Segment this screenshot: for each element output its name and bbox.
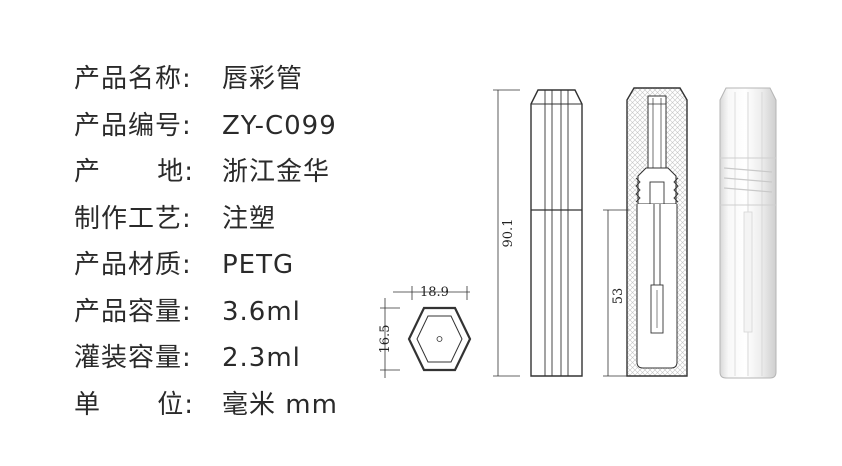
width-dimension: 18.9 bbox=[420, 285, 449, 300]
spec-label: 产品编号: bbox=[74, 110, 192, 141]
spec-value: 唇彩管 bbox=[222, 64, 304, 95]
spec-row-material: 产品材质: PETG bbox=[74, 242, 404, 289]
spec-row-origin: 产 地: 浙江金华 bbox=[74, 149, 404, 196]
height-dimension: 90.1 bbox=[501, 219, 516, 248]
spec-label: 产品名称: bbox=[74, 64, 192, 95]
spec-label: 产品材质: bbox=[74, 250, 192, 281]
spec-row-fill: 灌装容量: 2.3ml bbox=[74, 335, 404, 382]
spec-label-part: 产 bbox=[74, 157, 102, 188]
spec-value: 浙江金华 bbox=[222, 157, 331, 188]
spec-label: 制作工艺: bbox=[74, 203, 192, 234]
spec-label-part: 单 bbox=[74, 389, 102, 420]
depth-dimension: 16.5 bbox=[378, 325, 393, 354]
spec-label-part: 位: bbox=[157, 389, 194, 420]
spec-label-part: 地: bbox=[157, 157, 194, 188]
spec-value: 2.3ml bbox=[222, 343, 301, 374]
side-view bbox=[530, 89, 583, 377]
technical-drawing: 18.9 16.5 90.1 bbox=[378, 87, 777, 379]
spec-row-name: 产品名称: 唇彩管 bbox=[74, 56, 404, 103]
spec-row-unit: 单 位: 毫米 mm bbox=[74, 382, 404, 429]
spec-row-process: 制作工艺: 注塑 bbox=[74, 196, 404, 243]
spec-label: 单 位: bbox=[74, 392, 194, 418]
spec-label: 灌装容量: bbox=[74, 343, 192, 374]
spec-row-capacity: 产品容量: 3.6ml bbox=[74, 289, 404, 336]
section-view bbox=[626, 87, 688, 377]
top-view: 18.9 16.5 bbox=[378, 285, 472, 378]
product-drawing: 18.9 16.5 90.1 bbox=[370, 78, 800, 398]
spec-list: 产品名称: 唇彩管 产品编号: ZY-C099 产 地: 浙江金华 制作工艺: … bbox=[74, 56, 404, 428]
bottle-height-dimension-line: 53 bbox=[603, 209, 630, 377]
spec-value: 注塑 bbox=[222, 203, 277, 234]
spec-value: PETG bbox=[222, 250, 295, 281]
spec-value: ZY-C099 bbox=[222, 110, 337, 141]
spec-label: 产品容量: bbox=[74, 296, 192, 327]
spec-value: 毫米 mm bbox=[222, 389, 338, 420]
spec-label: 产 地: bbox=[74, 159, 194, 185]
bottle-height: 53 bbox=[611, 288, 626, 305]
product-photo bbox=[719, 87, 777, 379]
height-dimension-line: 90.1 bbox=[493, 89, 520, 377]
spec-row-code: 产品编号: ZY-C099 bbox=[74, 103, 404, 150]
spec-value: 3.6ml bbox=[222, 296, 301, 327]
